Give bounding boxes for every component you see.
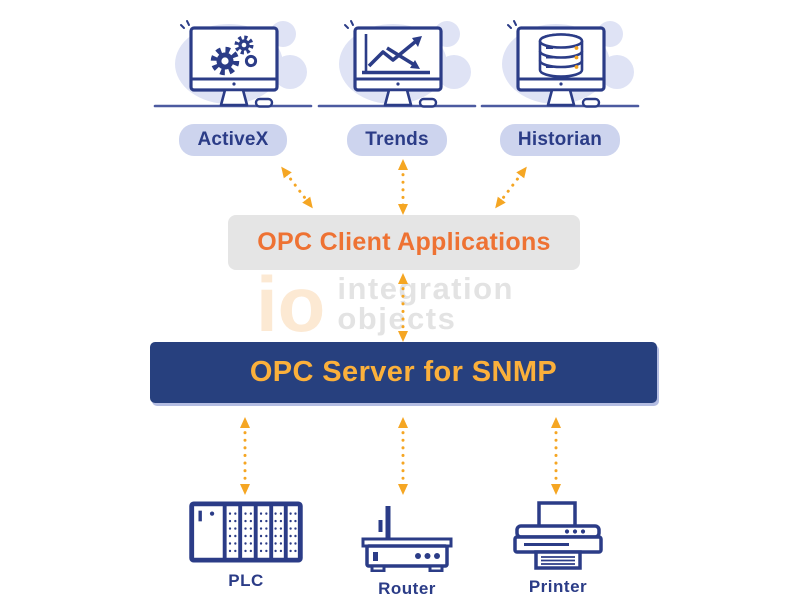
client-app-activex: ActiveX (153, 14, 313, 156)
plc-label: PLC (228, 571, 264, 590)
opc-client-applications-box: OPC Client Applications (228, 215, 580, 270)
arrow-activex-client (281, 166, 313, 209)
trends-badge: Trends (347, 124, 447, 156)
database-monitor-icon (480, 20, 640, 108)
trends-monitor-icon (317, 20, 477, 108)
historian-label: Historian (517, 129, 603, 150)
historian-badge: Historian (499, 124, 621, 156)
activex-label: ActiveX (197, 129, 269, 150)
watermark-text: integration objects (337, 271, 514, 336)
device-router: Router (337, 500, 477, 599)
trends-label: Trends (365, 129, 429, 150)
integration-objects-watermark: io integration objects (256, 260, 514, 348)
gears-monitor-icon (153, 20, 313, 108)
arrow-historian-client (495, 166, 527, 209)
watermark-line1: integration (337, 271, 514, 306)
opc-server-for-snmp-box: OPC Server for SNMP (150, 342, 657, 403)
watermark-line2: objects (337, 301, 457, 336)
opc-client-applications-label: OPC Client Applications (257, 228, 551, 256)
printer-label: Printer (528, 577, 588, 596)
activex-badge: ActiveX (179, 124, 287, 156)
device-plc: PLC (176, 500, 316, 591)
plc-icon (189, 501, 303, 563)
io-logo: io (256, 260, 326, 348)
printer-icon (513, 501, 603, 570)
router-icon (361, 506, 453, 572)
client-app-trends: Trends (317, 14, 477, 156)
client-app-historian: Historian (480, 14, 640, 156)
opc-server-for-snmp-label: OPC Server for SNMP (249, 356, 558, 388)
device-printer: Printer (488, 500, 628, 597)
router-label: Router (378, 579, 436, 598)
